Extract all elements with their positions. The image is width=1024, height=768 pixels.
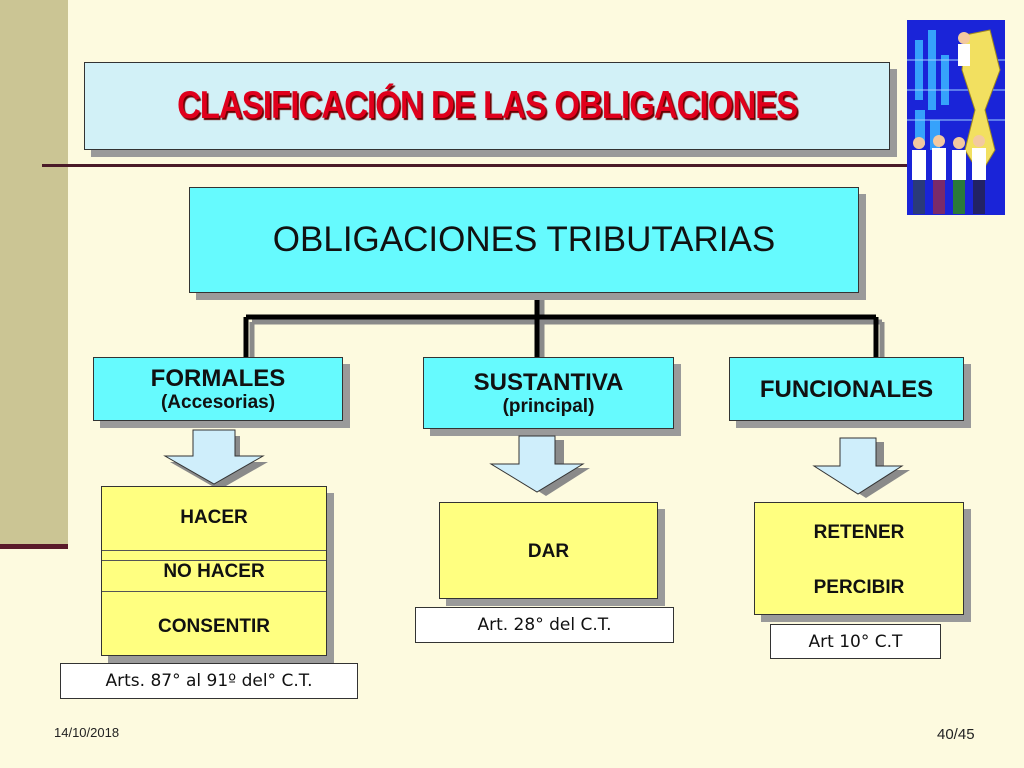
root-node-label: OBLIGACIONES TRIBUTARIAS: [272, 220, 776, 259]
title-rule: [42, 164, 908, 167]
funcionales-items-box: RETENER PERCIBIR: [754, 502, 964, 615]
slide-date: 14/10/2018: [54, 725, 120, 740]
slide-title-box: CLASIFICACIÓN DE LAS OBLIGACIONES: [84, 62, 890, 150]
reference-sustantiva: Art. 28° del C.T.: [415, 607, 674, 643]
category-funcionales: FUNCIONALES: [729, 357, 964, 421]
reference-formales: Arts. 87° al 91º del° C.T.: [60, 663, 358, 699]
down-arrow-icon: [489, 435, 585, 493]
reference-funcionales-text: Art 10° C.T: [808, 631, 903, 652]
root-node-box: OBLIGACIONES TRIBUTARIAS: [189, 187, 859, 293]
item-no-hacer: NO HACER: [163, 561, 265, 582]
formales-items-box: HACER NO HACER CONSENTIR: [101, 486, 327, 656]
sustantiva-items-box: DAR: [439, 502, 658, 599]
category-sustantiva-title: SUSTANTIVA: [473, 368, 624, 396]
item-divider: [102, 591, 326, 592]
reference-funcionales: Art 10° C.T: [770, 624, 941, 659]
sidebar-edge: [0, 544, 68, 549]
item-retener: RETENER: [813, 522, 905, 543]
category-formales: FORMALES (Accesorias): [93, 357, 343, 421]
item-dar: DAR: [527, 541, 570, 562]
category-sustantiva: SUSTANTIVA (principal): [423, 357, 674, 429]
reference-sustantiva-text: Art. 28° del C.T.: [477, 615, 612, 635]
slide-page-number: 40/45: [937, 726, 975, 743]
category-sustantiva-subtitle: (principal): [502, 395, 595, 417]
item-percibir: PERCIBIR: [813, 577, 905, 598]
category-funcionales-title: FUNCIONALES: [759, 375, 934, 403]
down-arrow-icon: [812, 437, 904, 495]
item-divider: [102, 550, 326, 551]
category-formales-title: FORMALES: [150, 364, 286, 392]
item-consentir: CONSENTIR: [158, 616, 270, 637]
item-hacer: HACER: [180, 507, 248, 528]
item-divider: [102, 560, 326, 561]
category-formales-subtitle: (Accesorias): [160, 391, 276, 413]
down-arrow-icon: [163, 429, 265, 485]
slide-title: CLASIFICACIÓN DE LAS OBLIGACIONES: [176, 84, 798, 127]
reference-formales-text: Arts. 87° al 91º del° C.T.: [105, 671, 313, 691]
left-sidebar-band: [0, 0, 68, 548]
